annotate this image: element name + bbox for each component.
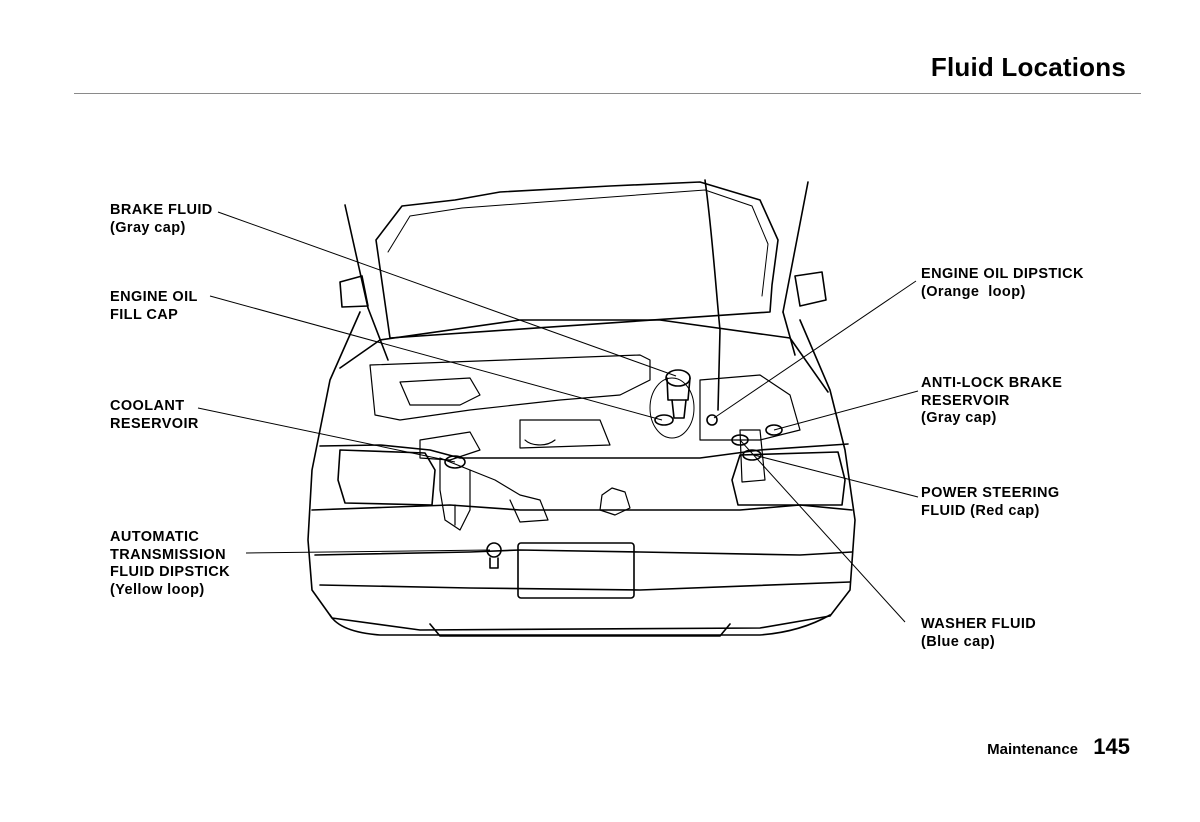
title-divider bbox=[74, 93, 1141, 94]
engine-components bbox=[369, 354, 801, 531]
label-washer-fluid: WASHER FLUID (Blue cap) bbox=[921, 616, 1037, 650]
label-atf-dipstick: AUTOMATIC TRANSMISSION FLUID DIPSTICK (Y… bbox=[110, 529, 230, 598]
left-mirror bbox=[339, 275, 369, 308]
right-mirror bbox=[794, 271, 827, 307]
license-plate bbox=[517, 542, 635, 599]
power-steering-cap bbox=[742, 449, 762, 461]
label-brake-fluid: BRAKE FLUID (Gray cap) bbox=[110, 202, 213, 236]
leader-engine-oil-fill bbox=[209, 295, 663, 421]
label-coolant-reservoir: COOLANT RESERVOIR bbox=[110, 398, 199, 432]
hood bbox=[344, 181, 809, 339]
leader-abs bbox=[773, 390, 919, 431]
engine-oil-dipstick bbox=[704, 179, 721, 411]
leader-brake-fluid bbox=[217, 211, 677, 377]
label-power-steering-fluid: POWER STEERING FLUID (Red cap) bbox=[921, 485, 1060, 519]
footer-section-name: Maintenance bbox=[987, 741, 1078, 758]
label-engine-oil-fill-cap: ENGINE OIL FILL CAP bbox=[110, 289, 198, 323]
leader-lines bbox=[197, 211, 919, 623]
coolant-reservoir-cap bbox=[444, 455, 466, 469]
label-engine-oil-dipstick: ENGINE OIL DIPSTICK (Orange loop) bbox=[921, 266, 1084, 300]
oil-fill-cap bbox=[654, 414, 674, 426]
page-title: Fluid Locations bbox=[930, 52, 1126, 82]
right-headlight bbox=[731, 451, 846, 506]
washer-fluid-cap bbox=[731, 434, 749, 446]
label-anti-lock-brake-reservoir: ANTI-LOCK BRAKE RESERVOIR (Gray cap) bbox=[921, 375, 1063, 426]
brake-fluid-reservoir bbox=[649, 369, 695, 439]
leader-oil-dipstick bbox=[713, 280, 917, 419]
leader-atf bbox=[245, 549, 491, 554]
leader-washer bbox=[739, 439, 906, 623]
abs-reservoir-cap bbox=[765, 424, 783, 436]
car-body bbox=[307, 311, 856, 637]
leader-power-steering bbox=[753, 454, 919, 498]
page-number: 145 bbox=[1093, 734, 1130, 759]
leader-coolant bbox=[197, 407, 456, 463]
left-headlight bbox=[337, 449, 436, 506]
